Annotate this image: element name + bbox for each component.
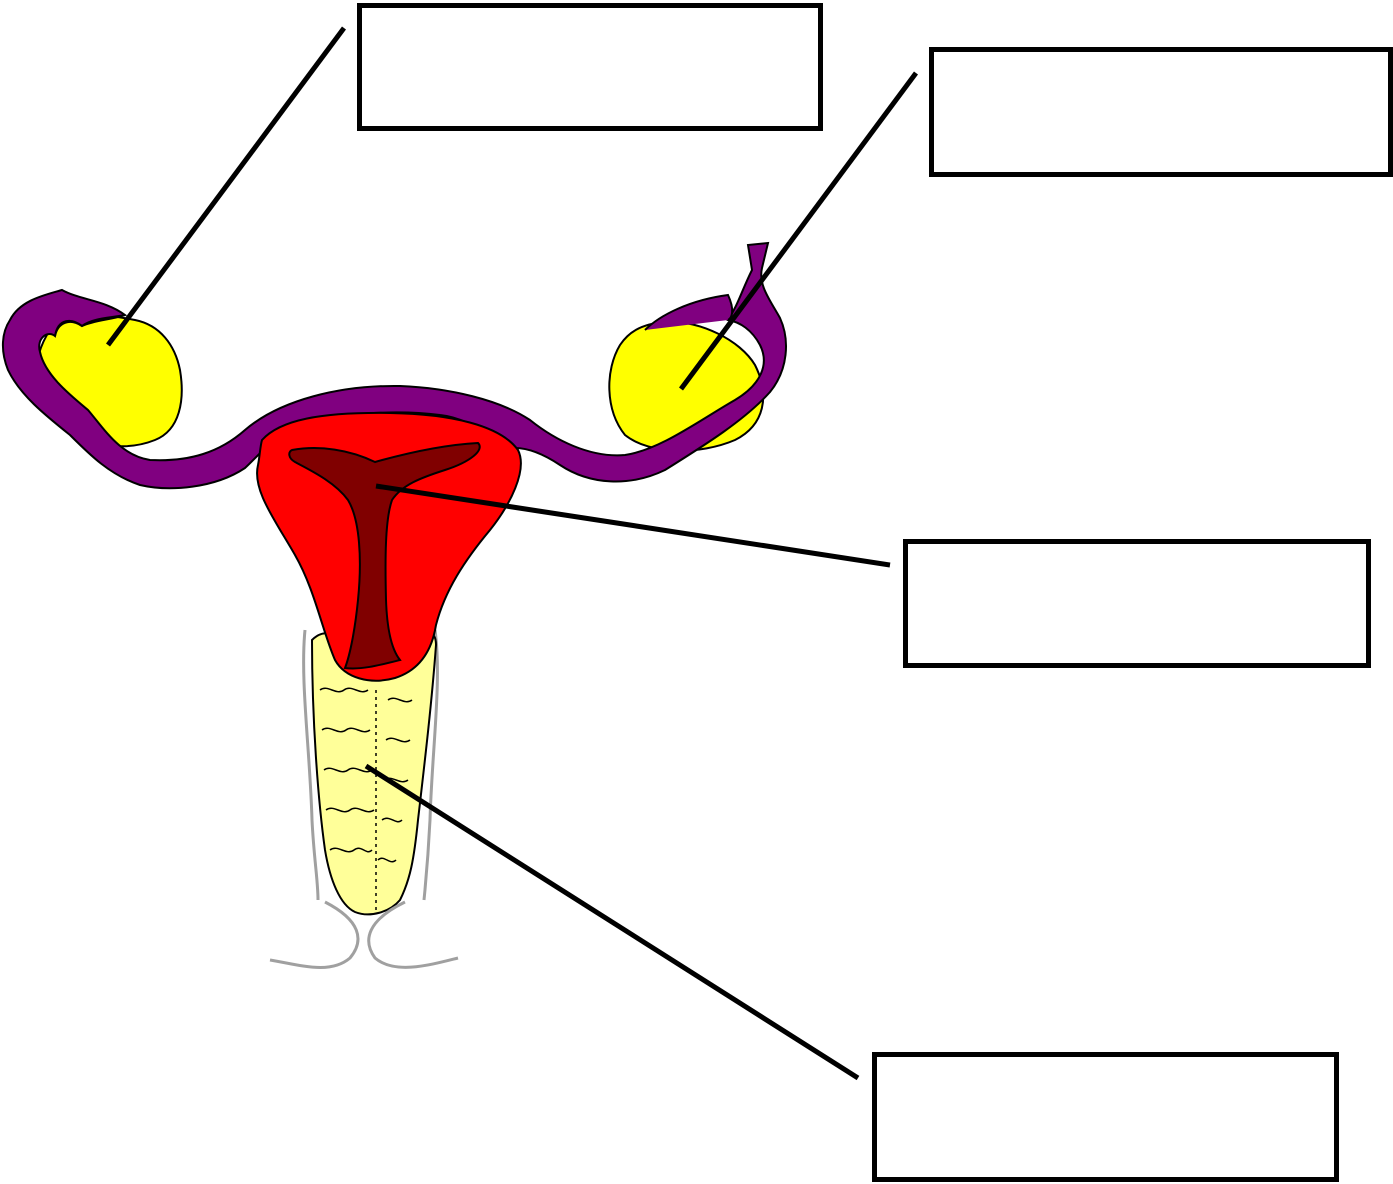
- leader-line-top-left: [108, 28, 344, 345]
- label-box-middle-right[interactable]: [903, 539, 1371, 668]
- left-ovary: [36, 316, 182, 447]
- label-box-bottom-right[interactable]: [872, 1052, 1339, 1182]
- label-box-top-right[interactable]: [929, 47, 1393, 177]
- label-box-top-left[interactable]: [357, 3, 823, 131]
- leader-line-bottom-right: [366, 766, 858, 1078]
